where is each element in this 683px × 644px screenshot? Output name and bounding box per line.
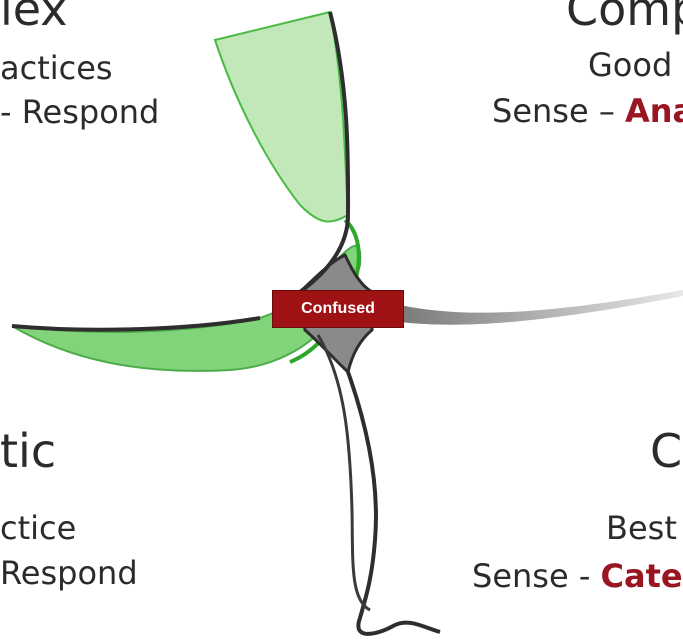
- complex-practice: actices: [0, 49, 113, 87]
- clear-title: C: [650, 424, 683, 478]
- confused-label: Confused: [272, 290, 404, 328]
- complicated-approach: Sense – Ana: [492, 95, 683, 127]
- bottom-boundary-line: [346, 371, 441, 636]
- chaotic-practice: ctice: [0, 509, 77, 547]
- clear-approach-accent: Cate: [600, 557, 683, 595]
- complex-title: lex: [0, 0, 68, 36]
- complicated-title: Comp: [566, 0, 683, 36]
- top-boundary-line: [298, 11, 351, 294]
- complicated-practice: Good: [588, 46, 673, 84]
- chaotic-title: tic: [0, 424, 57, 478]
- complex-approach: - Respond: [0, 93, 160, 131]
- bottom-boundary-line-inner: [316, 334, 371, 612]
- chaotic-approach: Respond: [0, 554, 138, 592]
- complicated-approach-prefix: Sense –: [492, 92, 625, 130]
- complicated-approach-accent: Ana: [624, 92, 683, 130]
- clear-approach: Sense - Cate: [472, 560, 683, 592]
- clear-approach-prefix: Sense -: [472, 557, 601, 595]
- clear-practice: Best: [606, 509, 677, 547]
- complex-boundary-fill: [213, 10, 350, 223]
- grey-tail: [400, 290, 683, 325]
- left-boundary-line: [11, 316, 261, 332]
